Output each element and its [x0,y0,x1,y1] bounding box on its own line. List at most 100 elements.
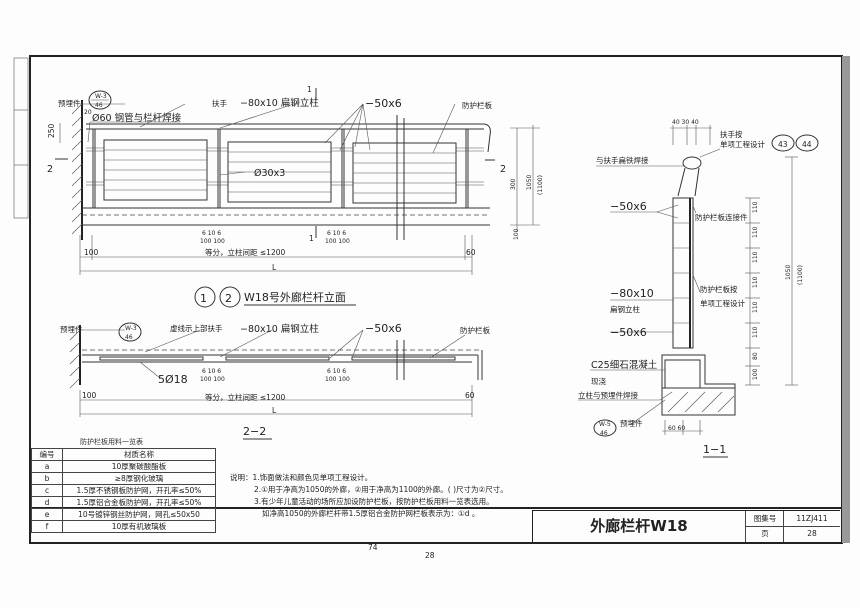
ref-43: 43 [778,140,788,149]
signature-strip [13,57,29,219]
table-caption: 防护栏板用料一览表 [80,438,143,446]
cut-mark-2-right: 2 [500,164,506,175]
cell-material: ≥8厚钢化玻璃 [62,472,216,485]
label-tube: Ø30x3 [254,168,285,179]
dim-v: 100 [752,368,759,380]
table-row: b≥8厚钢化玻璃 [31,472,216,485]
note-1: 说明：1.饰面做法和颜色见单项工程设计。 [230,473,373,482]
plan-title: 2−2 [243,425,266,438]
ref-bottom: 46 [125,334,133,341]
label-post: −80x10 [610,287,654,300]
dim-v: 110 [752,251,759,263]
post-dims: 6 10 6 [327,368,346,375]
ref-circle-44 [795,134,819,152]
page-number-a: 74 [368,543,378,552]
dim-250: 250 [47,123,56,138]
spacing-note: 等分，立柱间距 ≤1200 [205,392,285,402]
label-cast: 现浇 [591,376,606,386]
label-bar: −50x6 [365,322,402,335]
note-4: 如净高1050的外廊栏杆带1.5厚铝合金防护网栏板表示为：①d 。 [262,509,480,518]
label-embed: 预埋件 [60,324,83,334]
post-dims: 6 10 6 [202,230,221,237]
ref-bottom: 46 [600,430,608,437]
table-header: 编号 材质名称 [31,448,216,461]
dim-v: 110 [752,226,759,238]
label-panel-note: 单项工程设计 [700,298,745,308]
label-bar-top: −50x6 [610,200,647,213]
dim-top: 40 30 40 [672,119,699,126]
post-dims: 6 10 6 [327,230,346,237]
dim-100: 100 [84,248,99,257]
post-dims: 6 10 6 [202,368,221,375]
atlas-number: 11ZJ411 [783,511,840,527]
note-3: 3.有少年儿童活动的场所应加设防护栏板，按防护栏板用料一览表选用。 [254,497,494,506]
atlas-label: 图集号 [745,511,784,527]
ref-top: W-3 [95,93,107,100]
dim-1050: 1050 [785,265,792,280]
header-material: 材质名称 [62,448,216,461]
dim-1100: (1100) [797,265,804,285]
post-dims: 100 100 [325,376,350,383]
cell-material: 10号镀锌钢丝防护网，网孔≤50x50 [62,508,216,521]
dim-v: 110 [752,201,759,213]
post-dims: 100 100 [200,376,225,383]
label-weld: 与扶手扁铁焊接 [596,155,649,165]
dim-1050: 1050 [526,175,533,190]
drawing-name: 外廊栏杆W18 [590,517,688,535]
page-number-b: 28 [425,551,435,560]
label-handrail: 扶手 [212,98,227,108]
dim-L: L [272,406,277,415]
label-pipe: Ø60 钢管与栏杆焊接 [92,112,182,124]
cell-code: f [31,520,63,533]
ref-bottom: 46 [95,102,103,109]
binding-edge-shadow [842,56,850,543]
dim-100: 100 [82,391,97,400]
label-concrete: C25细石混凝土 [591,359,658,371]
post-dims: 100 100 [200,238,225,245]
label-dashed-handrail: 虚线示上部扶手 [170,323,223,333]
dim-v: 110 [752,276,759,288]
dim-v: 110 [752,326,759,338]
label-connector: 防护栏板连接件 [695,212,748,222]
ref-circle-43 [771,134,795,152]
post-dims: 100 100 [325,238,350,245]
dim-60: 60 [466,248,476,257]
label-panel-note: 防护栏板按 [700,284,738,294]
cell-code: e [31,508,63,521]
cell-material: 1.5厚不锈钢板防护网，开孔率≤50% [62,484,216,497]
title-num-2: 2 [225,292,232,305]
dim-300: 300 [510,178,517,190]
label-bar-bottom: −50x6 [610,326,647,339]
cell-code: d [31,496,63,509]
dim-base: 60 60 [668,425,685,432]
cut-mark-2-left: 2 [47,164,53,175]
ref-44: 44 [802,140,812,149]
label-handrail-note: 单项工程设计 [720,139,765,149]
label-rebar: 5Ø18 [158,373,188,386]
label-handrail-note: 扶手按 [720,129,743,139]
cut-mark-1-top: 1 [307,85,312,94]
cut-mark-1-bottom: 1 [309,234,314,243]
cell-code: b [31,472,63,485]
dim-100-v: 100 [513,228,520,240]
label-panel: 防护栏板 [462,100,492,110]
elevation-title: W18号外廊栏杆立面 [244,290,346,304]
ref-top: W-3 [125,325,137,332]
spacing-note: 等分，立柱间距 ≤1200 [205,247,285,257]
elevation-view: 预埋件 W-3 46 20 Ø60 钢管与栏杆焊接 扶手 −80x10 扁钢立柱… [47,85,544,308]
page-number: 28 [783,526,840,542]
title-circle-1 [194,286,216,308]
cell-code: a [31,460,63,473]
label-post: −80x10 扁钢立柱 [240,97,319,109]
cell-material: 1.5厚铝合金板防护网，开孔率≤50% [62,496,216,509]
cell-material: 10厚有机玻璃板 [62,520,216,533]
dim-v: 110 [752,301,759,313]
label-panel: 防护栏板 [460,325,490,335]
title-num-1: 1 [200,292,207,305]
